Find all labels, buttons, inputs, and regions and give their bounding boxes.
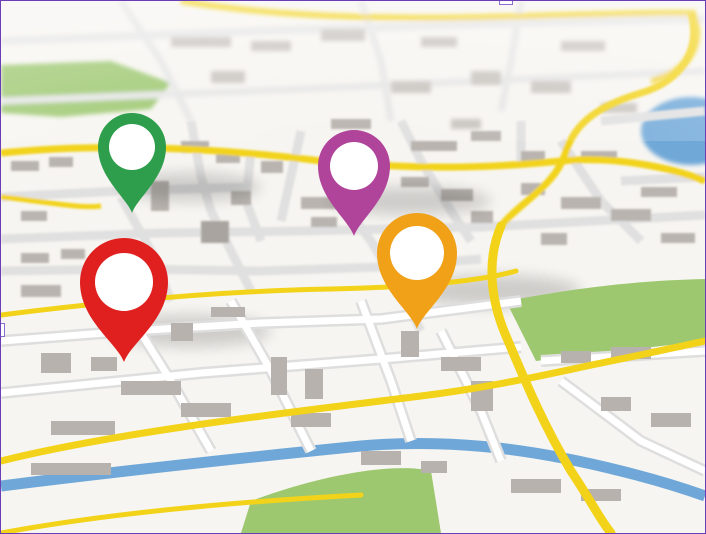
park-bottom	[241, 468, 441, 533]
park-right	[506, 279, 705, 361]
red-pin-marker[interactable]	[80, 238, 168, 362]
frame-handle-top[interactable]	[499, 1, 513, 5]
green-pin-marker[interactable]	[98, 113, 166, 213]
purple-pin-marker[interactable]	[318, 130, 390, 236]
green-pin-center	[109, 124, 155, 170]
red-pin-center	[95, 253, 153, 311]
orange-pin-marker[interactable]	[377, 213, 457, 329]
map-near-layer	[1, 221, 705, 533]
orange-pin-center	[390, 226, 444, 280]
map-markers	[80, 113, 457, 362]
river-bottom	[1, 437, 705, 502]
frame-handle-left[interactable]	[1, 323, 5, 337]
purple-pin-center	[330, 142, 378, 190]
